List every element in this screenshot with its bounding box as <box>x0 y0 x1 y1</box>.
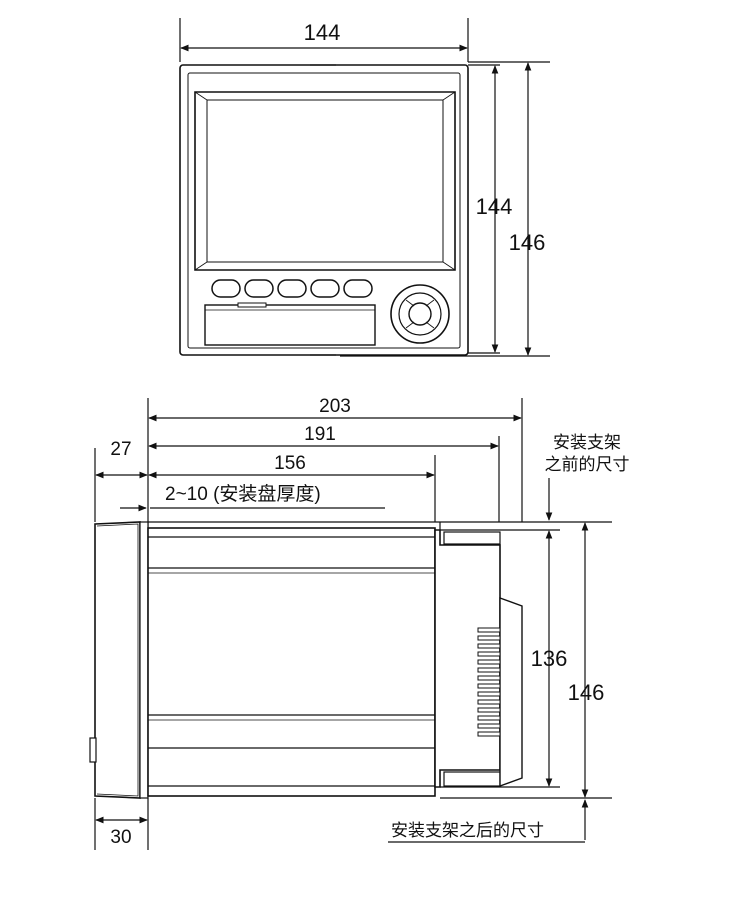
soft-key-4 <box>310 279 340 298</box>
note-before-bracket-line2: 之前的尺寸 <box>545 455 630 475</box>
front-view: 144 144 <box>179 18 550 357</box>
terminal-fins <box>477 627 501 737</box>
bezel-latch <box>89 737 97 763</box>
bezel-flange <box>139 521 149 799</box>
bezel-depth-label: 27 <box>110 439 131 460</box>
soft-key-2 <box>244 279 274 298</box>
depth-body-label: 191 <box>304 424 336 445</box>
soft-key-1 <box>211 279 241 298</box>
note-before-bracket-line1: 安装支架 <box>553 433 621 453</box>
overall-height-label: 146 <box>568 680 605 705</box>
note-after-bracket: 安装支架之后的尺寸 <box>391 821 544 841</box>
mounting-bracket-bottom <box>443 771 501 787</box>
front-width-label: 144 <box>304 20 341 45</box>
side-bezel <box>94 521 141 799</box>
side-view: 203 191 156 27 2~10 (安装盘厚度) <box>89 396 630 850</box>
card-slot-door <box>204 304 376 346</box>
panel-thickness-label: 2~10 (安装盘厚度) <box>165 483 321 505</box>
rear-cover <box>499 597 523 787</box>
rear-terminal-block <box>434 529 501 788</box>
display-screen-inner <box>206 99 444 263</box>
front-height-inner-label: 144 <box>476 194 513 219</box>
bottom-depth-label: 30 <box>110 827 131 848</box>
front-height-outer-label: 146 <box>509 230 546 255</box>
navigation-pad-center <box>408 302 432 326</box>
bezel-inner-edge <box>187 72 461 349</box>
rear-height-label: 136 <box>531 646 568 671</box>
depth-case-label: 156 <box>274 453 306 474</box>
soft-key-5 <box>343 279 373 298</box>
depth-total-label: 203 <box>319 396 351 417</box>
mounting-bracket-top <box>443 531 501 545</box>
soft-key-3 <box>277 279 307 298</box>
